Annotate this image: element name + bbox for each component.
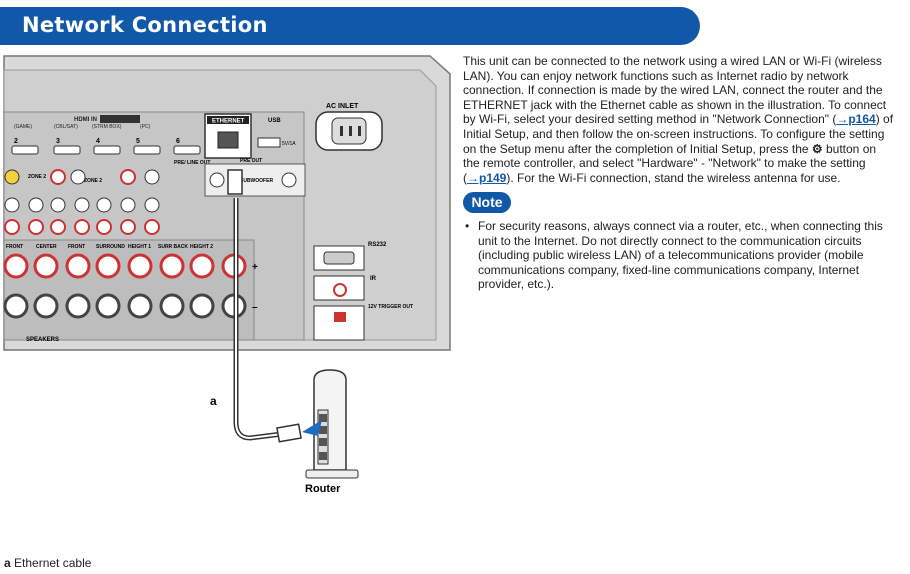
zone2-label: ZONE 2 (28, 174, 46, 180)
svg-text:ZONE 2: ZONE 2 (84, 178, 102, 184)
rs232-label: RS232 (368, 242, 387, 248)
link-p164[interactable]: →p164 (836, 112, 876, 127)
svg-text:FRONT: FRONT (68, 244, 85, 250)
cable-marker: a (210, 394, 217, 408)
speakers-label: SPEAKERS (26, 337, 59, 343)
usb-port (257, 137, 281, 148)
page-title: Network Connection (22, 13, 268, 37)
svg-text:HEIGHT 1: HEIGHT 1 (128, 244, 151, 250)
intro-paragraph: This unit can be connected to the networ… (463, 54, 894, 185)
subwoofer-label: SUBWOOFER (240, 178, 273, 184)
svg-text:4: 4 (96, 138, 100, 145)
gear-icon: ⚙ (811, 141, 823, 156)
connection-illustration: HDMI IN (GAME) (CBL/SAT) (STRM BOX) (PC)… (3, 55, 451, 495)
note-badge: Note (463, 192, 511, 213)
router (302, 369, 359, 479)
ethernet-label: ETHERNET (212, 119, 245, 125)
pre-line-out-label: PRE/ LINE OUT (174, 160, 210, 166)
hdmi-tag-game: (GAME) (14, 124, 32, 130)
svg-text:2: 2 (14, 138, 18, 145)
router-label: Router (305, 483, 341, 495)
page-header: Network Connection (0, 7, 700, 45)
bullet: • (465, 219, 470, 233)
hdmi-tag-strm: (STRM BOX) (92, 124, 122, 130)
svg-text:+: + (252, 262, 258, 273)
note-text: For security reasons, always connect via… (478, 219, 883, 292)
ir-label: IR (370, 276, 377, 282)
hdmi-in-label: HDMI IN (74, 117, 97, 123)
figure-caption: a Ethernet cable (4, 556, 91, 570)
hdmi-ports: 2 3 4 5 6 (11, 138, 201, 155)
svg-text:5: 5 (136, 138, 140, 145)
ac-inlet-label: AC INLET (326, 103, 359, 110)
trigger-label: 12V TRIGGER OUT (368, 304, 413, 310)
caption-marker: a (4, 556, 11, 570)
ethernet-jack (217, 131, 239, 149)
svg-text:FRONT: FRONT (6, 244, 23, 250)
rca-jacks (4, 169, 160, 235)
svg-text:HEIGHT 2: HEIGHT 2 (190, 244, 213, 250)
caption-text: Ethernet cable (14, 556, 92, 570)
speaker-terminal-labels: FRONT CENTER FRONT SURROUND HEIGHT 1 SUR… (6, 244, 213, 250)
svg-text:CENTER: CENTER (36, 244, 57, 250)
usb-label: USB (268, 118, 281, 124)
svg-text:SURR BACK: SURR BACK (158, 244, 188, 250)
svg-text:5V/1A: 5V/1A (282, 141, 296, 147)
svg-text:3: 3 (56, 138, 60, 145)
hdmi-tag-pc: (PC) (140, 124, 151, 130)
svg-text:6: 6 (176, 138, 180, 145)
svg-text:SURROUND: SURROUND (96, 244, 125, 250)
note-item: • For security reasons, always connect v… (465, 219, 895, 292)
svg-text:–: – (252, 302, 258, 313)
pre-out-label: PRE OUT (240, 158, 262, 164)
hdmi-tag-cbl: (CBL/SAT) (54, 124, 78, 130)
link-p149[interactable]: →p149 (467, 170, 507, 185)
